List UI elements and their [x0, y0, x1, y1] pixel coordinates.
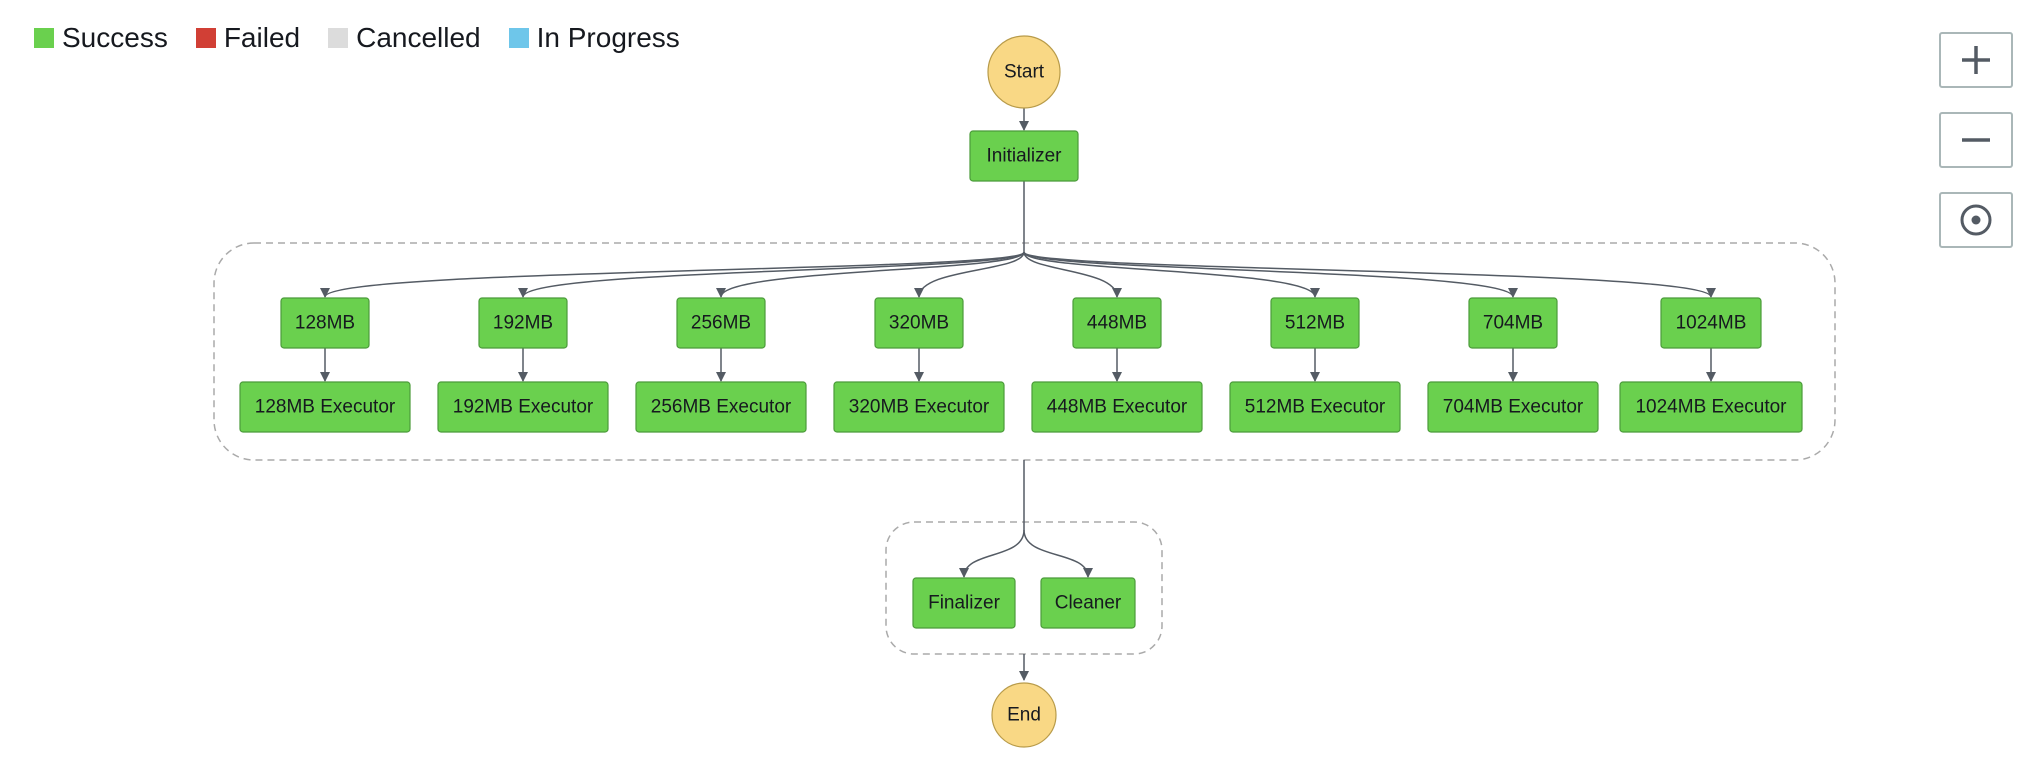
task-node-192mb-box [478, 297, 568, 349]
executor-node-704mb[interactable]: 704MB Executor [1427, 381, 1599, 433]
executor-node-320mb-box [833, 381, 1005, 433]
legend-swatch-in-progress [508, 28, 529, 48]
task-node-256mb[interactable]: 256MB [676, 297, 766, 349]
initializer-node-label: Initializer [987, 146, 1063, 167]
executor-node-192mb-box [437, 381, 609, 433]
executor-node-512mb-box [1229, 381, 1401, 433]
executor-node-512mb[interactable]: 512MB Executor [1229, 381, 1401, 433]
edge-fork-128mb [320, 251, 1025, 298]
legend-label-success: Success [62, 22, 168, 53]
legend-item-in-progress: In Progress [508, 22, 680, 54]
task-node-192mb[interactable]: 192MB [478, 297, 568, 349]
executor-node-1024mb-label: 1024MB Executor [1635, 397, 1787, 418]
finalizer-node[interactable]: Finalizer [912, 577, 1016, 629]
edge-fork-704mb [1023, 251, 1518, 298]
task-node-320mb-label: 320MB [889, 313, 949, 334]
start-node[interactable]: Start [987, 35, 1061, 109]
initializer-node-box [969, 130, 1079, 182]
finalizer-node-box [912, 577, 1016, 629]
executor-node-320mb-label: 320MB Executor [849, 397, 990, 418]
legend-label-failed: Failed [223, 22, 301, 53]
task-node-512mb-label: 512MB [1285, 313, 1345, 334]
legend-swatch-failed [195, 28, 216, 48]
executor-node-320mb[interactable]: 320MB Executor [833, 381, 1005, 433]
cleaner-node-box [1040, 577, 1136, 629]
executor-node-448mb-label: 448MB Executor [1047, 397, 1188, 418]
zoom-in-button[interactable] [1939, 32, 2013, 88]
task-node-256mb-label: 256MB [691, 313, 751, 334]
edge-fork-finalizer [959, 529, 1025, 578]
executor-node-448mb[interactable]: 448MB Executor [1031, 381, 1203, 433]
task-node-704mb-box [1468, 297, 1558, 349]
legend-swatch-cancelled [328, 28, 349, 48]
executor-node-192mb[interactable]: 192MB Executor [437, 381, 609, 433]
start-node-label: Start [1004, 62, 1045, 83]
task-node-448mb[interactable]: 448MB [1072, 297, 1162, 349]
executor-node-448mb-box [1031, 381, 1203, 433]
cleaner-node-label: Cleaner [1055, 593, 1122, 614]
task-node-256mb-box [676, 297, 766, 349]
edge-fork-512mb [1023, 251, 1320, 298]
end-node[interactable]: End [991, 682, 1057, 748]
plus-icon [1962, 46, 1990, 74]
target-icon [1960, 204, 1992, 236]
center-button[interactable] [1939, 192, 2013, 248]
task-node-448mb-label: 448MB [1087, 313, 1147, 334]
task-node-448mb-box [1072, 297, 1162, 349]
executor-node-1024mb-box [1619, 381, 1803, 433]
executor-node-128mb-label: 128MB Executor [255, 397, 396, 418]
edge-fork-256mb [716, 251, 1025, 298]
task-node-512mb-box [1270, 297, 1360, 349]
task-node-512mb[interactable]: 512MB [1270, 297, 1360, 349]
initializer-node[interactable]: Initializer [969, 130, 1079, 182]
legend-swatch-success [34, 28, 54, 48]
legend-label-cancelled: Cancelled [356, 22, 481, 53]
task-node-320mb[interactable]: 320MB [874, 297, 964, 349]
task-node-320mb-box [874, 297, 964, 349]
executor-node-256mb-box [635, 381, 807, 433]
end-node-circle [991, 682, 1057, 748]
executor-node-256mb-label: 256MB Executor [651, 397, 792, 418]
legend-item-failed: Failed [195, 22, 301, 54]
task-node-704mb[interactable]: 704MB [1468, 297, 1558, 349]
executor-node-192mb-label: 192MB Executor [453, 397, 594, 418]
edge-fork-1024mb [1023, 251, 1716, 298]
task-node-128mb-label: 128MB [295, 313, 355, 334]
edge-fork-320mb [914, 251, 1025, 298]
cleaner-node[interactable]: Cleaner [1040, 577, 1136, 629]
task-node-1024mb[interactable]: 1024MB [1660, 297, 1762, 349]
legend: Success Failed Cancelled In Progress [34, 22, 708, 54]
legend-item-success: Success [34, 22, 168, 54]
task-node-192mb-label: 192MB [493, 313, 553, 334]
legend-item-cancelled: Cancelled [328, 22, 481, 54]
task-node-128mb[interactable]: 128MB [280, 297, 370, 349]
edge-fork-448mb [1023, 251, 1122, 298]
legend-label-in-progress: In Progress [536, 22, 680, 53]
executor-node-128mb[interactable]: 128MB Executor [239, 381, 411, 433]
executor-node-704mb-box [1427, 381, 1599, 433]
task-node-1024mb-label: 1024MB [1676, 313, 1747, 334]
executor-node-512mb-label: 512MB Executor [1245, 397, 1386, 418]
end-node-label: End [1007, 705, 1041, 726]
start-node-circle [987, 35, 1061, 109]
zoom-out-button[interactable] [1939, 112, 2013, 168]
task-node-704mb-label: 704MB [1483, 313, 1543, 334]
task-node-128mb-box [280, 297, 370, 349]
executor-node-256mb[interactable]: 256MB Executor [635, 381, 807, 433]
finalizer-node-label: Finalizer [928, 593, 1000, 614]
executor-node-128mb-box [239, 381, 411, 433]
executor-node-704mb-label: 704MB Executor [1443, 397, 1584, 418]
executor-node-1024mb[interactable]: 1024MB Executor [1619, 381, 1803, 433]
minus-icon [1962, 138, 1990, 142]
task-node-1024mb-box [1660, 297, 1762, 349]
edge-fork-192mb [518, 251, 1025, 298]
edge-fork-cleaner [1023, 529, 1093, 578]
